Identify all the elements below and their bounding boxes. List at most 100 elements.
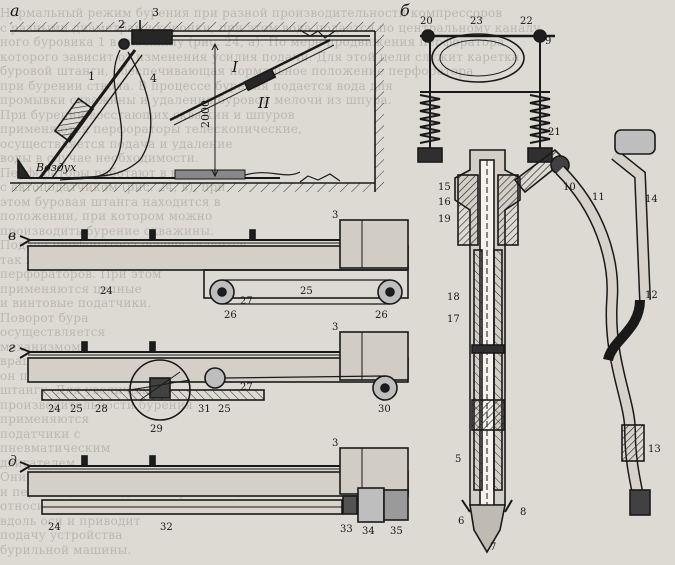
- b-num-9: 9: [545, 36, 551, 47]
- b-num-12: 12: [645, 290, 658, 301]
- b-num-18: 18: [447, 292, 460, 303]
- d-num-34: 34: [362, 526, 375, 537]
- bleed-through-line: при бурении ствола. В процессе бурения п…: [0, 78, 394, 93]
- b-num-23: 23: [470, 16, 483, 27]
- bleed-through-line: производительности бурения: [0, 397, 193, 412]
- v-num-27: 27: [240, 296, 253, 307]
- bleed-through-line: бурильной машины.: [0, 542, 132, 557]
- g-num-25-right: 25: [218, 404, 231, 415]
- v-num-3: 3: [332, 210, 338, 221]
- b-num-11: 11: [592, 192, 605, 203]
- label-roman-1: I: [231, 58, 239, 76]
- panel-a-drilling-setup: [10, 20, 384, 192]
- bleed-through-line: и винтовые податчики.: [0, 296, 152, 310]
- bleed-through-line: пневматическим: [0, 441, 111, 455]
- bleed-through-line: подачу устройства: [0, 528, 123, 542]
- clamp-ring: [431, 33, 525, 83]
- floor-hatch: [10, 183, 375, 192]
- b-num-13: 13: [648, 444, 661, 455]
- g-num-30: 30: [378, 404, 391, 415]
- valve-2: [118, 38, 130, 50]
- b-num-21: 21: [548, 127, 561, 138]
- g-num-3: 3: [332, 322, 338, 333]
- g-num-27: 27: [240, 382, 253, 393]
- panel-a-letter: а: [10, 1, 20, 20]
- panel-b-letter: б: [400, 1, 410, 20]
- g-num-24: 24: [48, 404, 61, 415]
- panel-g-labels: г 3 27 24 25 28 29 31 25 30: [8, 322, 391, 435]
- label-air: Воздух: [35, 161, 77, 174]
- panel-d-pneumatic-feeder: [19, 447, 409, 523]
- g-num-29: 29: [150, 424, 163, 435]
- bleed-through-line: применяются цепные: [0, 281, 142, 296]
- panel-b-drill-cross-section: [417, 29, 656, 554]
- bleed-through-line: которого зависит от изменения усилия под…: [0, 49, 520, 64]
- pulley-31: [204, 367, 226, 389]
- b-num-17: 17: [447, 314, 460, 325]
- bleed-through-line: применяются: [0, 412, 90, 426]
- panel-d-letter: д: [8, 454, 17, 470]
- b-num-10: 10: [563, 182, 576, 193]
- v-num-26-left: 26: [224, 310, 237, 321]
- panel-v-labels: в 3 24 26 27 25 26: [8, 210, 388, 321]
- bleed-through-line: механизмом: [0, 339, 81, 354]
- bleed-through-line: этом буровая штанга находится в: [0, 194, 221, 209]
- panel-g-screw-feeder: [19, 331, 409, 421]
- motor-34: [357, 487, 385, 523]
- v-num-26-right: 26: [375, 310, 388, 321]
- bleed-through-line: податчики с: [0, 426, 81, 441]
- water-hose: [69, 51, 152, 179]
- panel-a-labels: а I II 2000 Воздух 1 2 3 4: [10, 1, 271, 174]
- motor-3-d: [339, 447, 409, 495]
- d-num-33: 33: [340, 524, 353, 535]
- a-num-2: 2: [118, 18, 125, 31]
- unit-35: [383, 489, 409, 521]
- d-num-3: 3: [332, 438, 338, 449]
- panel-d-labels: д 3 24 32 33 34 35: [8, 438, 403, 537]
- b-num-22: 22: [520, 16, 533, 27]
- drill-head: [131, 29, 173, 45]
- panel-v-chain-feeder: [19, 219, 409, 305]
- bleed-through-line: производить бурение скважины.: [0, 223, 215, 238]
- v-num-25: 25: [300, 286, 313, 297]
- b-num-14: 14: [645, 194, 658, 205]
- g-num-31: 31: [198, 404, 211, 415]
- a-num-4: 4: [150, 72, 157, 85]
- g-num-28: 28: [95, 404, 108, 415]
- b-num-7: 7: [490, 542, 496, 553]
- d-num-35: 35: [390, 526, 403, 537]
- b-num-19: 19: [438, 214, 451, 225]
- valve-33: [342, 495, 358, 515]
- spring-left: [419, 94, 441, 144]
- g-num-25-left: 25: [70, 404, 83, 415]
- a-num-3: 3: [152, 6, 159, 19]
- bleed-through-line: вдоль оси и приводит: [0, 513, 141, 528]
- bleed-through-line: осуществляется подача и удаление: [0, 136, 233, 151]
- label-roman-2: II: [257, 94, 271, 112]
- d-num-32: 32: [160, 522, 173, 533]
- bleed-through-line: Поворот бура: [0, 310, 89, 325]
- b-num-15: 15: [438, 182, 451, 193]
- panel-g-letter: г: [8, 340, 15, 356]
- a-num-1: 1: [88, 70, 95, 83]
- panel-b-labels: б 20 23 22 9 21 15 16 19 10 11 14 18 17 …: [400, 1, 661, 553]
- dim-2000: 2000: [199, 100, 212, 128]
- bleed-through-line: промывки скважины и удаления буровой мел…: [0, 93, 392, 107]
- b-num-6: 6: [458, 516, 464, 527]
- bleed-through-line: Нормальный режим бурения при разной прои…: [0, 6, 503, 20]
- bleed-through-line: положении, при котором можно: [0, 209, 213, 223]
- b-num-20: 20: [420, 16, 433, 27]
- b-num-5: 5: [455, 454, 461, 465]
- bleed-through-line: воды в случае необходимости.: [0, 151, 199, 165]
- drill-bit: [469, 504, 506, 554]
- d-num-24: 24: [48, 522, 61, 533]
- panel-v-letter: в: [8, 228, 16, 244]
- v-num-24: 24: [100, 286, 113, 297]
- motor-3-v: [339, 219, 409, 269]
- spring-right: [529, 94, 551, 144]
- ceiling-hatch: [10, 22, 375, 31]
- b-num-8: 8: [520, 507, 526, 518]
- motor-3-g: [339, 331, 409, 381]
